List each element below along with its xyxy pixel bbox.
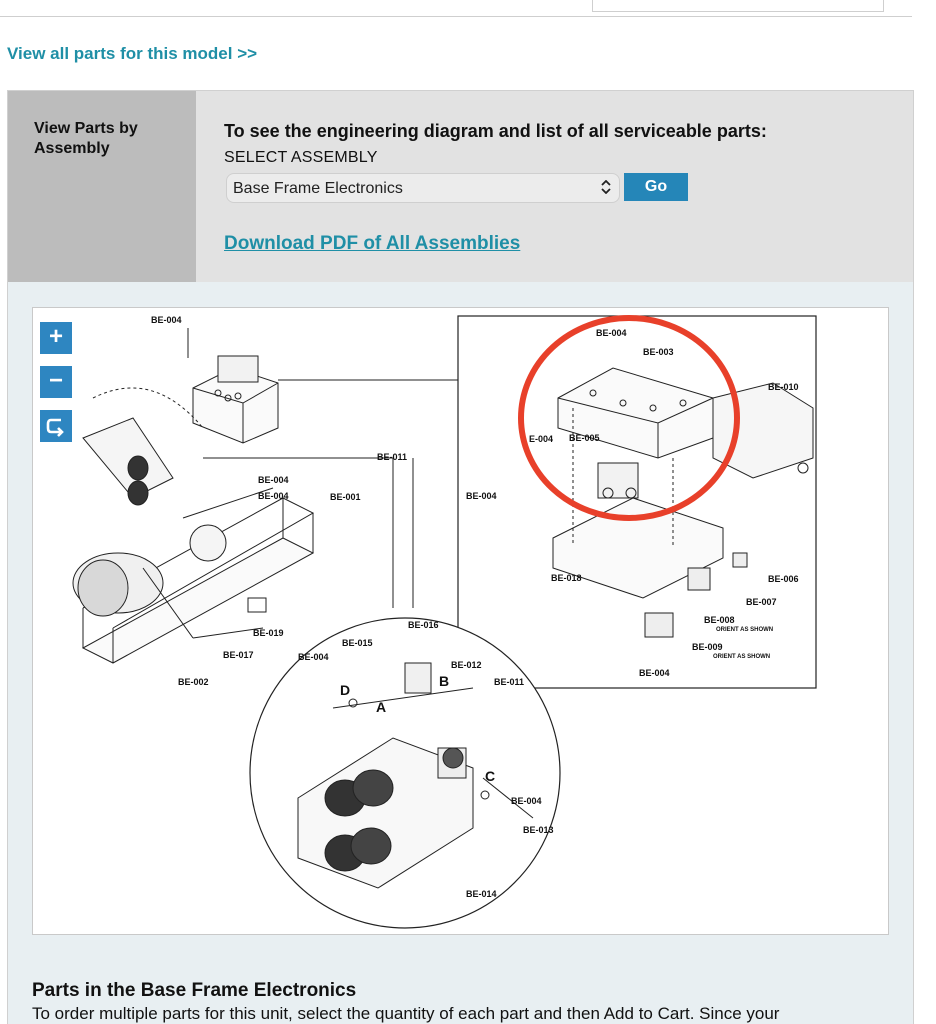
callout-be004-bottom-inset: BE-004 [639,668,670,678]
callout-be011-top: BE-011 [377,452,407,462]
callout-be002: BE-002 [178,677,209,687]
instruction-heading: To see the engineering diagram and list … [224,121,767,141]
callout-be008: BE-008 [704,615,735,625]
assembly-select[interactable]: Base Frame Electronics [226,173,620,203]
top-left-pcb-assembly [187,328,279,444]
callout-be017: BE-017 [223,650,254,660]
select-updown-icon [601,179,611,195]
callout-be016: BE-016 [408,620,439,630]
callout-be004-detail-c: BE-004 [511,796,542,806]
marker-b: B [439,673,449,689]
exploded-diagram-svg: BE-004 BE-004 BE-003 BE-010 E-004 BE-005… [72,315,817,929]
go-button[interactable]: Go [624,173,688,201]
download-pdf-link[interactable]: Download PDF of All Assemblies [224,233,521,254]
diagram-area: BE-004 BE-004 BE-003 BE-010 E-004 BE-005… [7,282,914,1024]
top-search-field[interactable] [592,0,884,12]
assembly-select-value: Base Frame Electronics [233,180,403,197]
top-divider [0,16,912,17]
detail-drawing [297,662,534,889]
callout-be007: BE-007 [746,597,777,607]
reset-zoom-button[interactable] [40,410,72,442]
callout-be004-detail: BE-004 [298,652,329,662]
reset-icon [46,418,64,437]
assembly-sidebar: View Parts by Assembly [8,91,196,283]
engineering-diagram[interactable]: BE-004 BE-004 BE-003 BE-010 E-004 BE-005… [32,307,889,935]
parts-section-title: Parts in the Base Frame Electronics [32,980,357,1001]
callout-be004-left-inset: BE-004 [466,491,497,501]
callout-be004-top: BE-004 [151,315,182,325]
callout-be015: BE-015 [342,638,373,648]
select-assembly-label: SELECT ASSEMBLY [224,149,378,166]
callout-be005: BE-005 [569,433,600,443]
assembly-selector-panel: View Parts by Assembly To see the engine… [7,90,914,283]
callout-be004-inset: BE-004 [596,328,627,338]
detail-markers: D A B C [340,673,495,784]
callout-be004-partial: E-004 [529,434,553,444]
callout-be004-mid2: BE-004 [258,491,289,501]
zoom-out-button[interactable]: − [40,366,72,398]
highlight-circle [518,315,740,521]
callout-orient-1: ORIENT AS SHOWN [716,627,773,633]
callout-orient-2: ORIENT AS SHOWN [713,654,770,660]
callout-be014: BE-014 [466,889,497,899]
base-frame-drawing [72,387,315,664]
callout-be010: BE-010 [768,382,799,392]
callout-be012: BE-012 [451,660,482,670]
parts-section-description: To order multiple parts for this unit, s… [32,1004,780,1023]
callout-be009: BE-009 [692,642,723,652]
callout-be001: BE-001 [330,492,361,502]
marker-a: A [376,699,386,715]
callout-be003: BE-003 [643,347,674,357]
zoom-in-button[interactable]: + [40,322,72,354]
callout-be011-detail: BE-011 [494,677,524,687]
callout-be018: BE-018 [551,573,582,583]
view-all-parts-link[interactable]: View all parts for this model >> [7,44,258,63]
marker-c: C [485,768,495,784]
callout-labels: BE-004 BE-004 BE-003 BE-010 E-004 BE-005… [151,315,799,899]
view-parts-by-assembly-label: View Parts by Assembly [34,120,138,157]
callout-be004-mid1: BE-004 [258,475,289,485]
marker-d: D [340,682,350,698]
callout-be013: BE-013 [523,825,554,835]
callout-be019: BE-019 [253,628,284,638]
callout-be006: BE-006 [768,574,799,584]
